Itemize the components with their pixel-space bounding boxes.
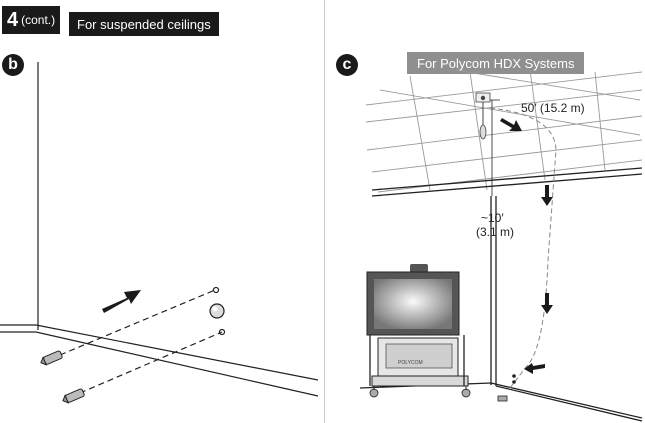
cable-length-label: 50′ (15.2 m) <box>521 101 585 115</box>
wall-jack-icon <box>512 380 516 384</box>
drill-hole-lower <box>218 328 226 336</box>
step-suffix: (cont.) <box>21 13 56 27</box>
panel-c-label: c <box>336 54 358 76</box>
wall-anchor-lower <box>62 388 85 404</box>
drill-hole-upper <box>212 286 220 294</box>
cart-wheel <box>369 388 379 398</box>
wall-anchor-upper <box>40 350 63 366</box>
cable-connector-icon <box>497 395 508 402</box>
arrow-icon <box>524 363 545 374</box>
ceiling-edge-line <box>371 173 643 197</box>
height-label-m: (3.1 m) <box>476 225 515 239</box>
video-cart <box>366 264 471 398</box>
cart-base <box>371 375 469 387</box>
arrow-icon <box>541 293 553 314</box>
brand-label: POLYCOM <box>398 360 423 366</box>
floor-line <box>35 324 319 381</box>
floor-line <box>490 382 643 419</box>
section-title: For suspended ceilings <box>69 12 219 36</box>
anchor-path-upper <box>59 289 216 356</box>
height-label-ft: ~10′ <box>481 211 504 225</box>
direction-arrow-icon <box>102 290 141 313</box>
anchor-ball-highlight <box>212 306 218 312</box>
anchor-path-lower <box>79 331 223 394</box>
arrow-icon <box>541 185 553 206</box>
floor-line <box>495 385 643 422</box>
panel-b-label: b <box>2 54 24 76</box>
step-number-badge: 4 (cont.) <box>2 6 61 34</box>
ceiling-grid <box>365 69 643 193</box>
monitor-screen <box>374 279 452 329</box>
cable-route <box>489 107 557 389</box>
cart-wheel <box>461 388 471 398</box>
ceiling-edge-line <box>371 167 643 191</box>
codec-unit <box>385 343 453 369</box>
step-number: 4 <box>7 8 19 31</box>
panel-divider <box>324 0 325 423</box>
wall-jack-icon <box>512 374 516 378</box>
arrow-icon <box>500 118 522 131</box>
floor-line <box>35 331 319 397</box>
camera-icon <box>410 264 428 273</box>
ceiling-microphone-icon <box>475 92 491 140</box>
system-title-badge: For Polycom HDX Systems <box>407 52 585 74</box>
